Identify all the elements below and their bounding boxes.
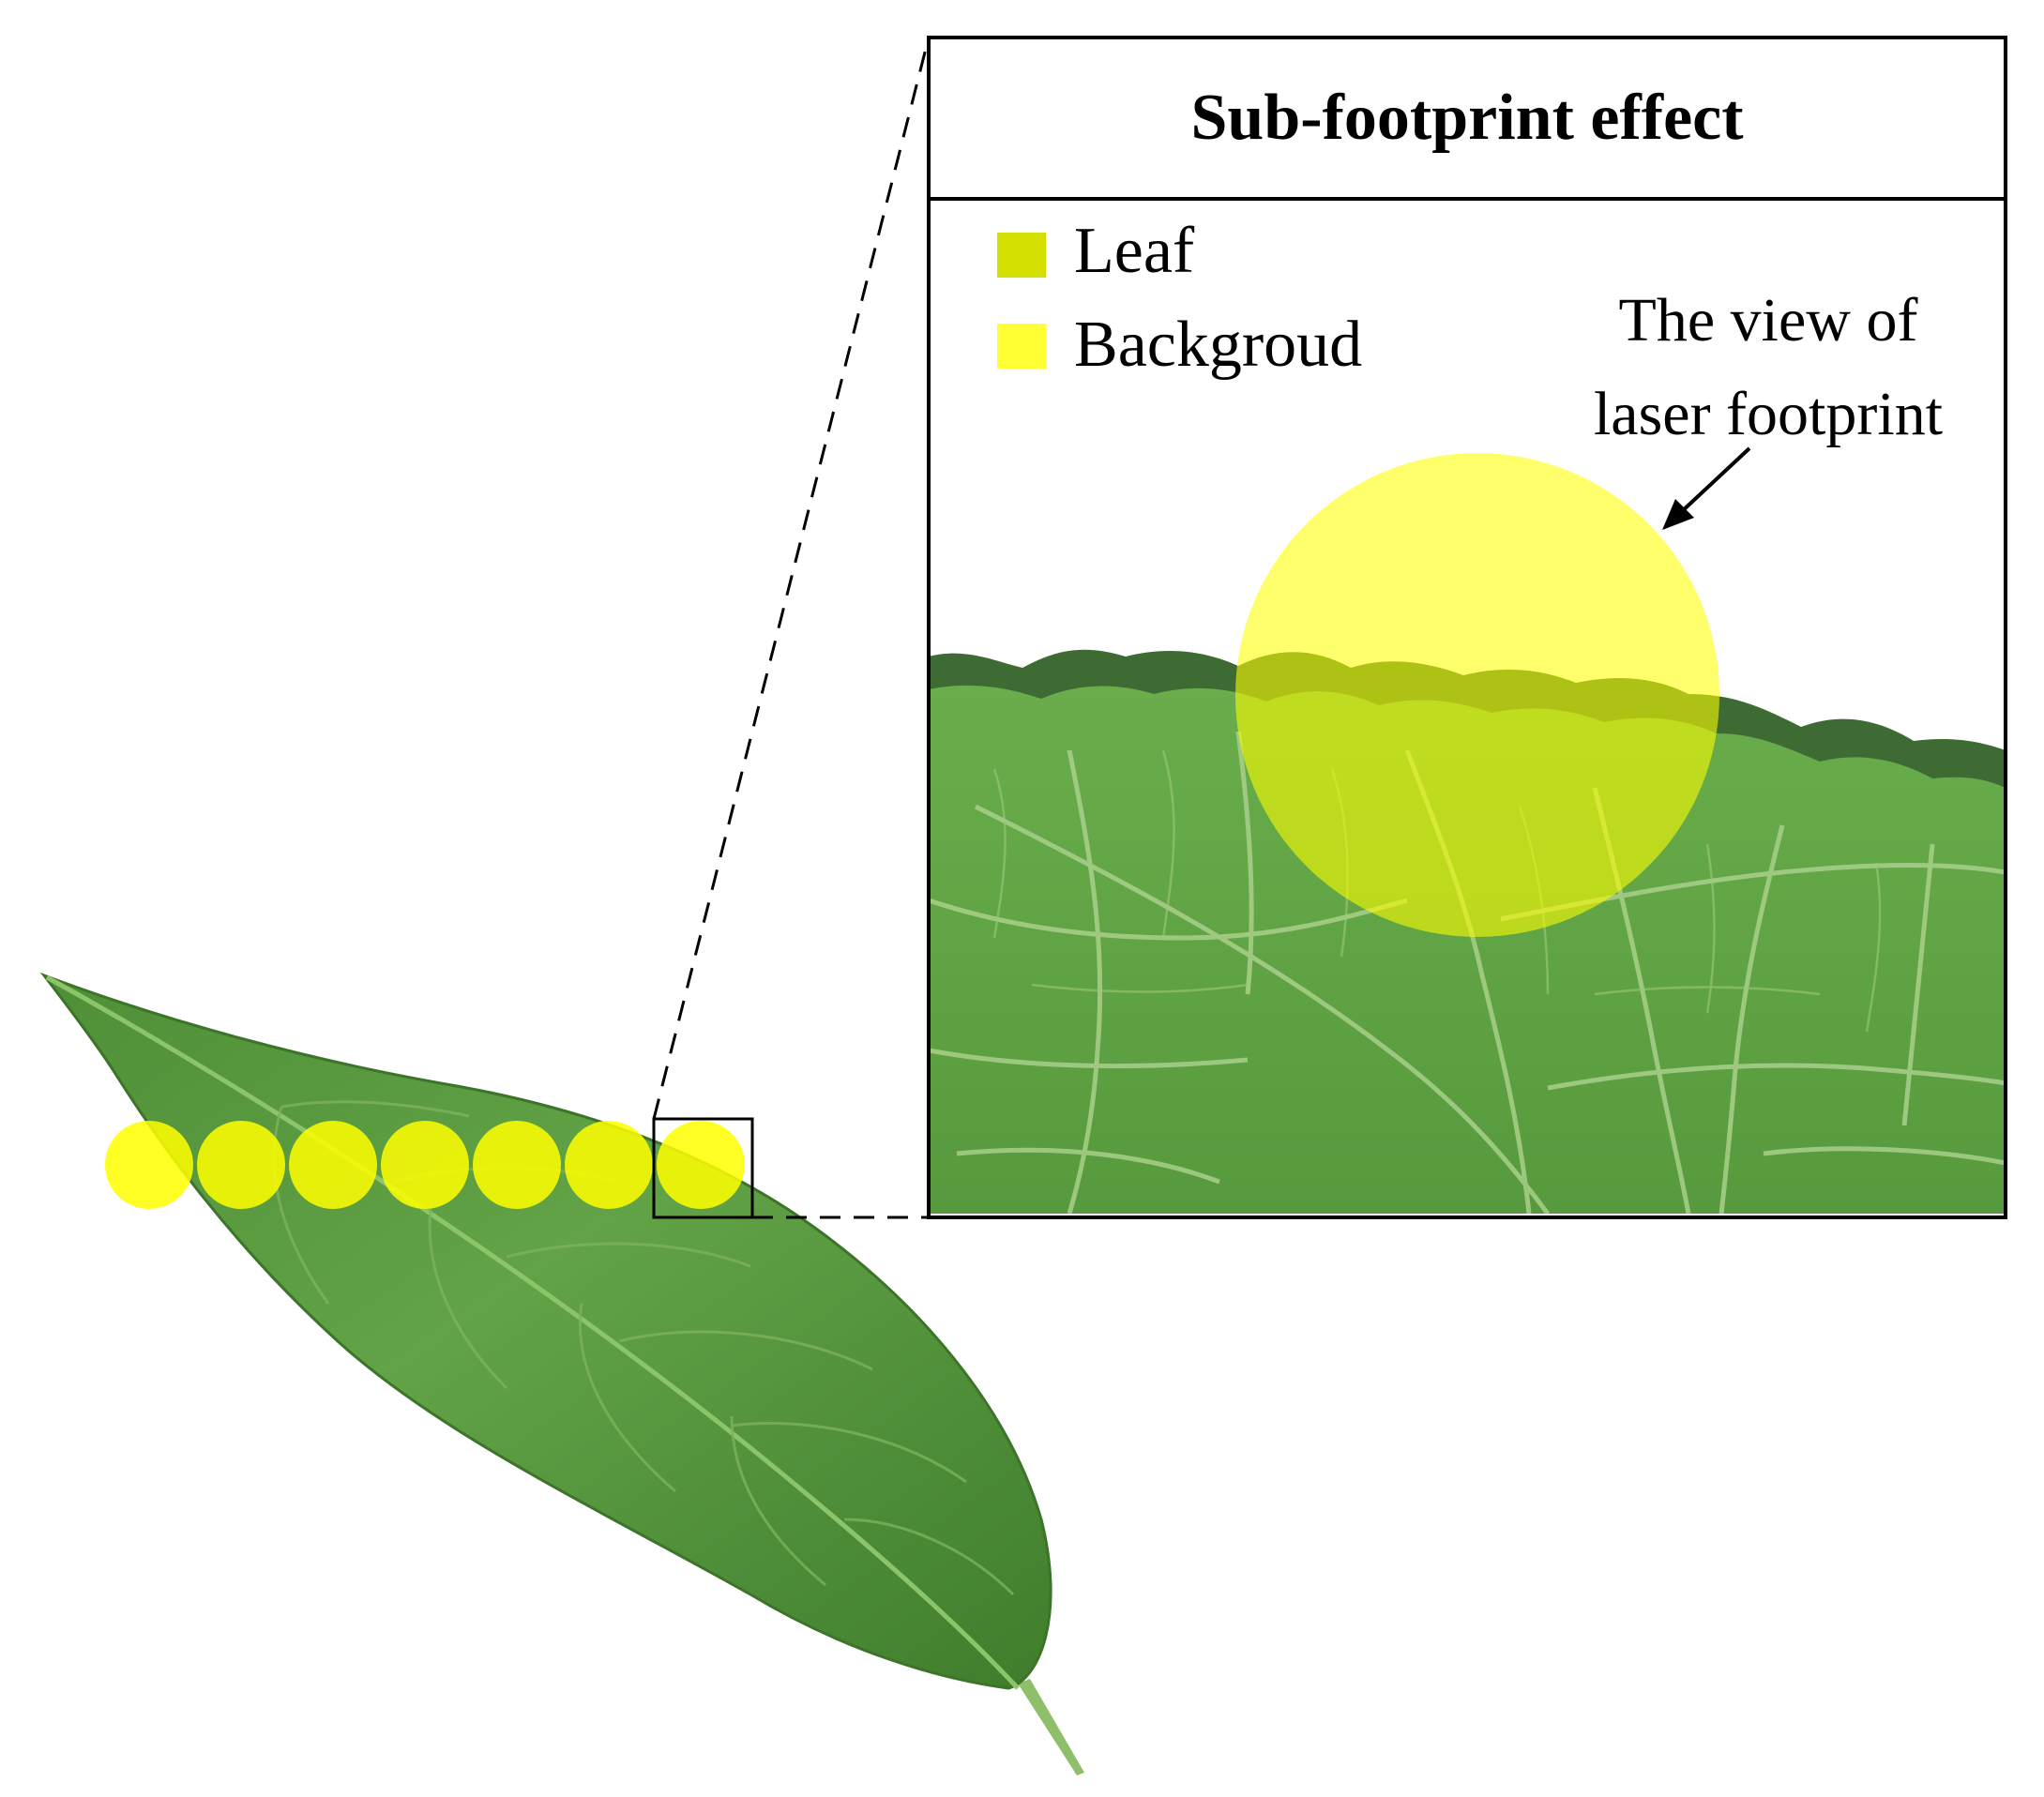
footprint-callout: The view of laser footprint [1594,286,1943,530]
legend-label-leaf: Leaf [1074,215,1195,287]
zoomed-leaf-view [929,199,2006,1214]
legend-swatch-background [997,324,1046,369]
leaf-stem [1018,1679,1084,1775]
legend: Leaf Backgroud [997,215,1362,381]
callout-arrow [1662,446,1751,530]
footprint-circle-2 [197,1121,285,1209]
leaf-blade [39,972,1052,1690]
legend-swatch-leaf [997,233,1046,278]
callout-line-1: The view of [1619,286,1918,355]
footprint-circle-3 [289,1121,377,1209]
zoom-connector-lines [652,37,931,1219]
zoom-source-box [652,1117,754,1219]
leaf-midrib [45,974,1020,1690]
footprint-circle-4 [381,1121,469,1209]
footprint-circle-5 [473,1121,561,1209]
callout-line-2: laser footprint [1594,380,1943,448]
footprint-row [105,1121,745,1209]
legend-label-background: Backgroud [1074,309,1362,381]
zoom-panel: Sub-footprint effect Leaf Backgroud The … [927,36,2007,1219]
footprint-circle-7 [657,1121,745,1209]
laser-footprint-circle [1235,453,1719,937]
panel-title: Sub-footprint effect [1190,82,1743,154]
footprint-circle-6 [565,1121,653,1209]
footprint-circle-1 [105,1121,193,1209]
